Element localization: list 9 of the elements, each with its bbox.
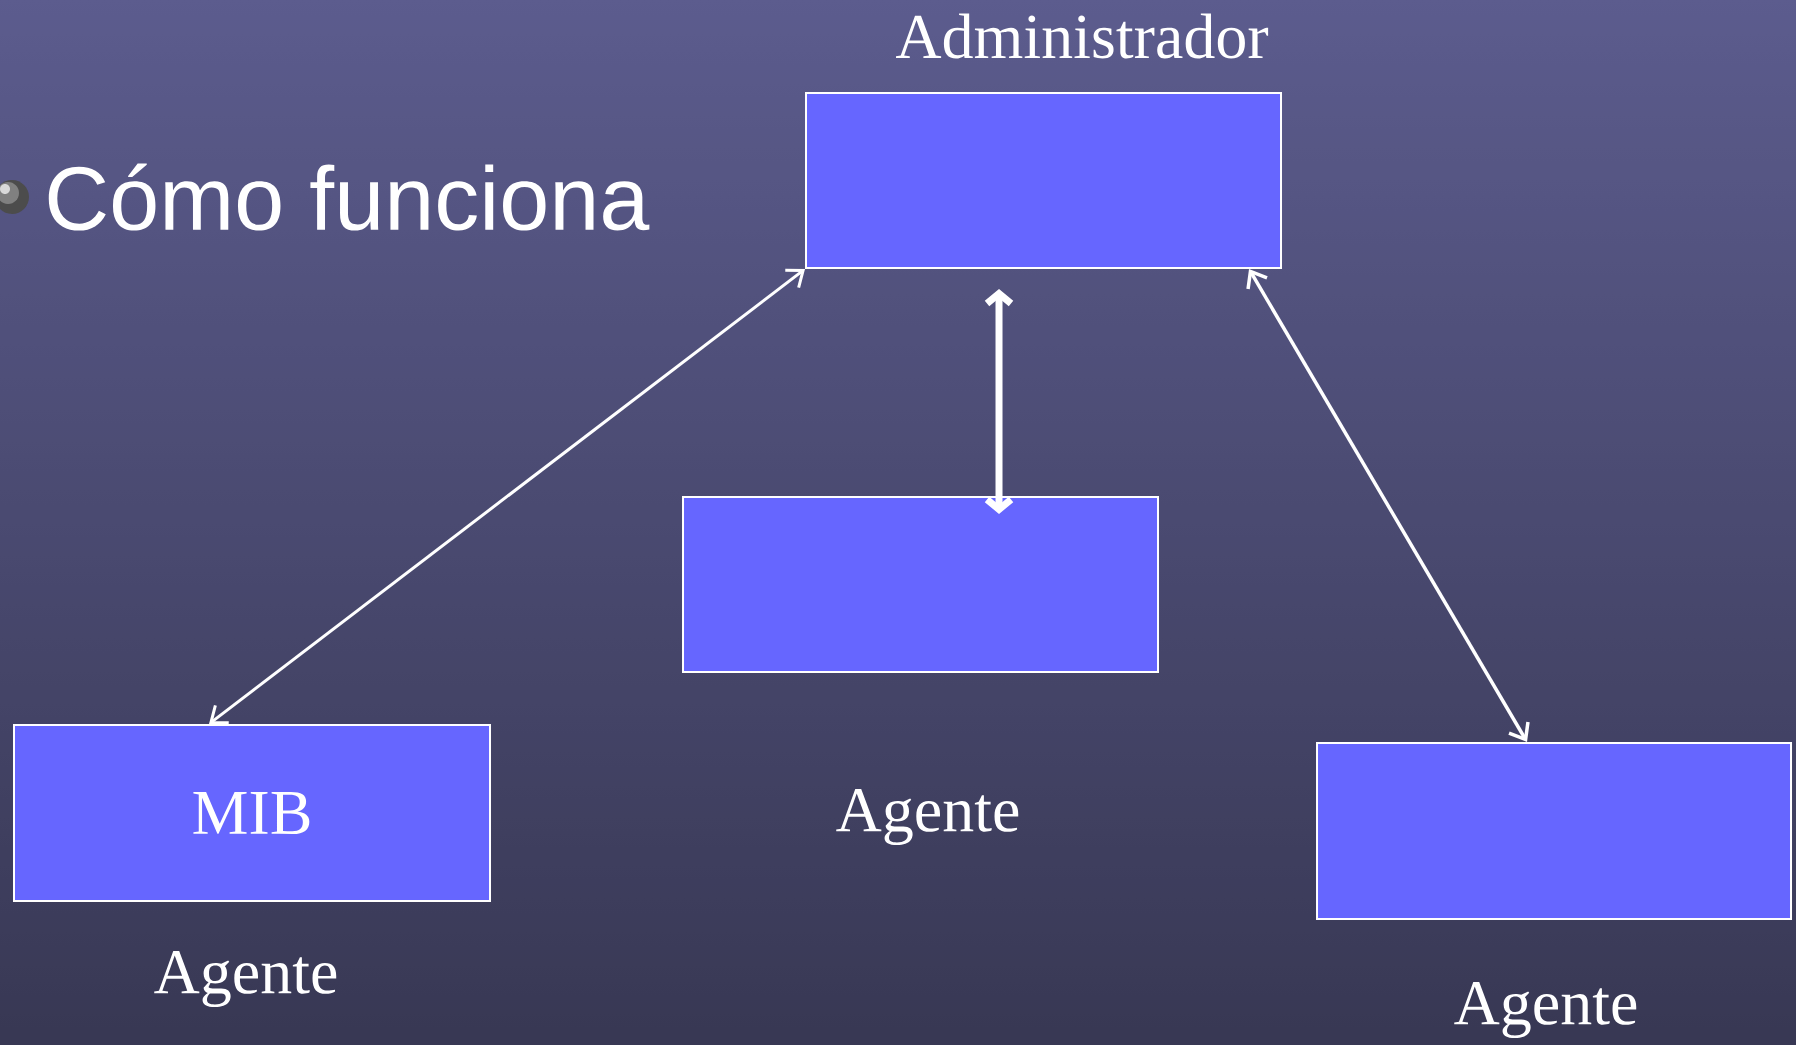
- box-heading: Administrador: [896, 13, 1269, 59]
- box-caption: Agente: [1454, 982, 1637, 1039]
- arrow: [984, 289, 1014, 514]
- arrow: [1246, 269, 1530, 742]
- box-caption: Agente: [154, 951, 337, 1008]
- arrow: [209, 268, 805, 725]
- slide-heading: Cómo funciona: [48, 163, 650, 231]
- box-label: MIB: [193, 791, 310, 835]
- box-caption: Agente: [836, 789, 1019, 846]
